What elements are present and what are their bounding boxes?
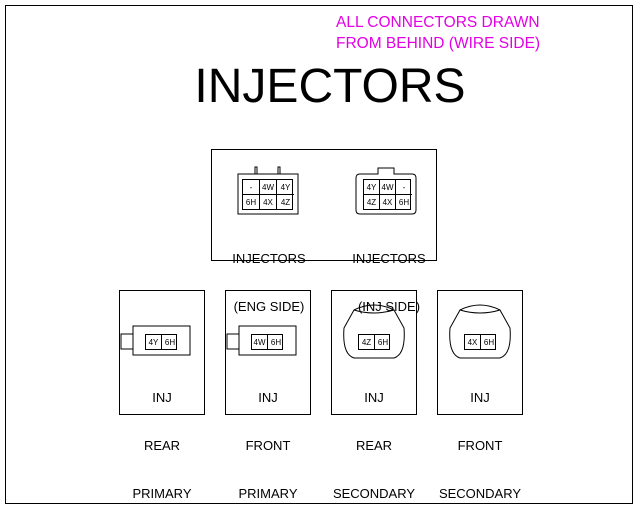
pin-cell: - — [243, 180, 260, 195]
pin-cell: 4Z — [359, 335, 375, 349]
main-connectors-panel — [211, 149, 437, 261]
pin-cell: 4Z — [364, 195, 380, 210]
eng-side-connector-outline — [237, 166, 299, 215]
inj-side-label: INJECTORS (INJ SIDE) — [352, 251, 426, 314]
pin-cell: 4W — [260, 180, 277, 195]
pin-cell: 4Z — [280, 198, 291, 207]
pin-cell: 6H — [398, 198, 410, 207]
connector-orientation-note: ALL CONNECTORS DRAWN FROM BEHIND (WIRE S… — [336, 12, 596, 54]
inj-front-primary-label: INJ FRONT PRIMARY — [238, 390, 298, 501]
pin-cell: 4X — [380, 195, 396, 210]
pin-cell: 4Y — [146, 335, 162, 349]
eng-side-pin-grid: - 4W 4Y 6H 4X 4Z — [242, 179, 294, 210]
inj-front-primary-connector-outline — [226, 325, 297, 356]
eng-side-label: INJECTORS (ENG SIDE) — [232, 251, 306, 314]
inj-rear-secondary-label: INJ REAR SECONDARY — [332, 390, 416, 501]
inj-rear-primary-pin-grid: 4Y 6H — [145, 334, 177, 350]
inj-front-primary-panel — [225, 290, 311, 415]
inj-front-secondary-panel — [437, 290, 523, 415]
pin-cell: 4W — [380, 180, 396, 195]
inj-front-secondary-connector-outline — [449, 304, 511, 359]
inj-rear-secondary-pin-grid: 4Z 6H — [358, 334, 390, 350]
inj-rear-primary-connector-outline — [120, 325, 191, 356]
pin-cell: 6H — [243, 195, 260, 210]
note-line-1: ALL CONNECTORS DRAWN — [336, 14, 540, 31]
inj-front-secondary-pin-grid: 4X 6H — [464, 334, 496, 350]
pin-cell: 6H — [164, 337, 176, 347]
inj-rear-secondary-panel — [331, 290, 417, 415]
inj-front-secondary-label: INJ FRONT SECONDARY — [438, 390, 522, 501]
inj-rear-primary-label: INJ REAR PRIMARY — [132, 390, 192, 501]
inj-side-pin-grid: 4Y 4W - 4Z 4X 6H — [363, 179, 412, 210]
pin-cell: 6H — [377, 337, 389, 347]
pin-cell: 6H — [270, 337, 282, 347]
inj-side-connector-outline — [355, 167, 417, 215]
inj-front-primary-pin-grid: 4W 6H — [251, 334, 283, 350]
pin-cell: 4X — [260, 195, 277, 210]
inj-rear-secondary-connector-outline — [343, 304, 405, 359]
note-line-2: FROM BEHIND (WIRE SIDE) — [336, 35, 541, 52]
pin-cell: 4Y — [277, 180, 294, 195]
pin-cell: 4Y — [364, 180, 380, 195]
pin-cell: 4X — [465, 335, 481, 349]
inj-rear-primary-panel — [119, 290, 205, 415]
drawing-frame — [5, 5, 633, 504]
pin-cell: - — [396, 180, 412, 195]
pin-cell: 4W — [252, 335, 268, 349]
page-title: INJECTORS — [194, 60, 466, 113]
pin-cell: 6H — [483, 337, 495, 347]
